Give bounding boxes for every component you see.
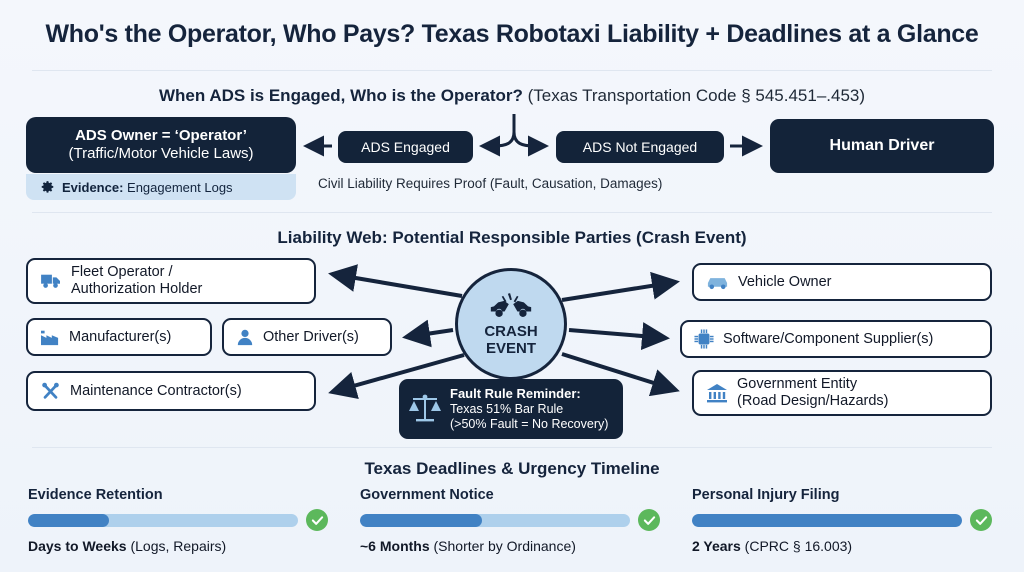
progress-fill bbox=[28, 513, 109, 527]
crash-label-line2: EVENT bbox=[485, 340, 536, 357]
section-heading-liability: Liability Web: Potential Responsible Par… bbox=[277, 228, 747, 247]
crash-event-node[interactable]: CRASH EVENT bbox=[455, 268, 567, 380]
ads-not-engaged-box[interactable]: ADS Not Engaged bbox=[556, 131, 724, 163]
check-circle-icon bbox=[306, 509, 328, 531]
timeline-value-bold: ~6 Months bbox=[360, 538, 430, 554]
evidence-value: Engagement Logs bbox=[123, 179, 233, 195]
divider-bottom bbox=[32, 447, 992, 448]
gear-icon bbox=[40, 180, 55, 195]
timeline-value-light: (CPRC § 16.003) bbox=[740, 538, 853, 554]
section-heading-operator: When ADS is Engaged, Who is the Operator… bbox=[0, 86, 1024, 106]
progress-fill bbox=[692, 513, 962, 527]
divider-middle bbox=[32, 212, 992, 213]
party-maintenance-label: Maintenance Contractor(s) bbox=[70, 382, 242, 399]
ads-owner-line2: (Traffic/Motor Vehicle Laws) bbox=[68, 145, 254, 162]
flow-connectors bbox=[303, 114, 763, 157]
party-other-driver[interactable]: Other Driver(s) bbox=[222, 318, 392, 356]
section1-heading-light: (Texas Transportation Code § 545.451–.45… bbox=[522, 86, 866, 105]
evidence-band: Evidence: Engagement Logs bbox=[26, 174, 296, 200]
party-fleet-line2: Authorization Holder bbox=[71, 281, 203, 297]
progress-bar[interactable] bbox=[360, 513, 630, 527]
party-manufacturer-label: Manufacturer(s) bbox=[69, 328, 172, 345]
party-software-supplier-label: Software/Component Supplier(s) bbox=[723, 330, 934, 347]
fault-note-line3: (>50% Fault = No Recovery) bbox=[450, 417, 609, 431]
wrench-screwdriver-icon bbox=[40, 381, 61, 401]
party-government-line1: Government Entity bbox=[737, 376, 858, 392]
check-circle-icon bbox=[638, 509, 660, 531]
timeline-item-government-notice: Government Notice ~6 Months (Shorter by … bbox=[360, 487, 660, 554]
section-heading-timeline: Texas Deadlines & Urgency Timeline bbox=[364, 459, 660, 478]
evidence-label: Evidence: bbox=[62, 179, 124, 195]
party-vehicle-owner-label: Vehicle Owner bbox=[738, 273, 832, 290]
human-driver-label: Human Driver bbox=[829, 137, 935, 154]
timeline-title: Evidence Retention bbox=[28, 487, 163, 503]
factory-icon bbox=[40, 328, 60, 346]
timeline-value-light: (Shorter by Ordinance) bbox=[429, 538, 576, 554]
progress-bar[interactable] bbox=[692, 513, 962, 527]
ads-engaged-label: ADS Engaged bbox=[361, 139, 450, 155]
ads-not-engaged-label: ADS Not Engaged bbox=[582, 139, 698, 155]
crash-label-line1: CRASH bbox=[484, 323, 538, 340]
party-government-line2: (Road Design/Hazards) bbox=[737, 393, 889, 409]
car-crash-icon bbox=[489, 291, 533, 321]
timeline-item-personal-injury-filing: Personal Injury Filing 2 Years (CPRC § 1… bbox=[692, 487, 992, 554]
liability-web-connectors bbox=[328, 264, 680, 400]
civil-liability-note: Civil Liability Requires Proof (Fault, C… bbox=[318, 176, 663, 191]
timeline-title: Government Notice bbox=[360, 487, 494, 503]
chip-icon bbox=[694, 329, 714, 349]
party-vehicle-owner[interactable]: Vehicle Owner bbox=[692, 263, 992, 301]
party-software-supplier[interactable]: Software/Component Supplier(s) bbox=[680, 320, 992, 358]
party-manufacturer[interactable]: Manufacturer(s) bbox=[26, 318, 212, 356]
timeline-value-bold: 2 Years bbox=[692, 538, 741, 554]
scales-of-justice-icon bbox=[408, 394, 442, 424]
progress-bar[interactable] bbox=[28, 513, 298, 527]
party-government-entity[interactable]: Government Entity (Road Design/Hazards) bbox=[692, 370, 992, 416]
truck-icon bbox=[40, 272, 62, 290]
page-title: Who's the Operator, Who Pays? Texas Robo… bbox=[45, 20, 979, 48]
car-icon bbox=[706, 274, 729, 290]
bank-icon bbox=[706, 383, 728, 403]
progress-fill bbox=[360, 513, 482, 527]
check-circle-icon bbox=[970, 509, 992, 531]
party-maintenance-contractor[interactable]: Maintenance Contractor(s) bbox=[26, 371, 316, 411]
timeline-title: Personal Injury Filing bbox=[692, 487, 840, 503]
timeline-value-light: (Logs, Repairs) bbox=[126, 538, 227, 554]
divider-top bbox=[32, 70, 992, 71]
person-icon bbox=[236, 328, 254, 346]
ads-engaged-box[interactable]: ADS Engaged bbox=[338, 131, 473, 163]
fault-note-line1: Fault Rule Reminder: bbox=[450, 386, 581, 401]
timeline-item-evidence-retention: Evidence Retention Days to Weeks (Logs, … bbox=[28, 487, 328, 554]
ads-owner-line1: ADS Owner = ‘Operator’ bbox=[75, 127, 247, 144]
ads-owner-box[interactable]: ADS Owner = ‘Operator’ (Traffic/Motor Ve… bbox=[26, 117, 296, 173]
human-driver-box[interactable]: Human Driver bbox=[770, 119, 994, 173]
timeline-value-bold: Days to Weeks bbox=[28, 538, 127, 554]
party-fleet-operator[interactable]: Fleet Operator / Authorization Holder bbox=[26, 258, 316, 304]
fault-note-line2: Texas 51% Bar Rule bbox=[450, 402, 564, 416]
section1-heading-bold: When ADS is Engaged, Who is the Operator… bbox=[158, 86, 523, 105]
party-other-driver-label: Other Driver(s) bbox=[263, 328, 359, 345]
fault-rule-reminder: Fault Rule Reminder: Texas 51% Bar Rule … bbox=[399, 379, 623, 439]
party-fleet-line1: Fleet Operator / bbox=[71, 264, 173, 280]
